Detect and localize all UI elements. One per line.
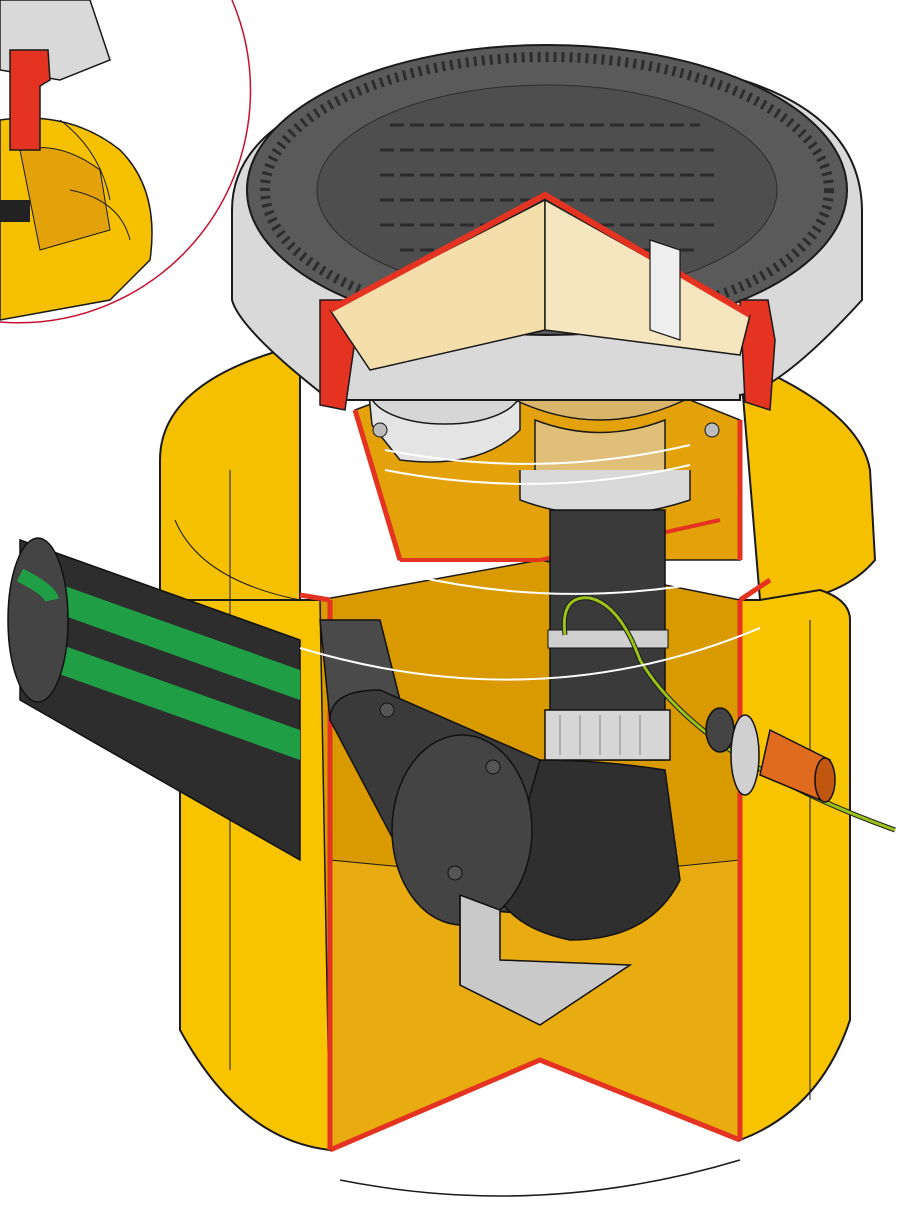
ground-arc	[339, 1159, 741, 1197]
detail-inset-icon	[0, 0, 252, 324]
water-pipe-icon	[7, 537, 301, 862]
fixing-bolts	[372, 422, 720, 438]
guide-arcs	[299, 444, 761, 681]
insulation-cap-icon	[328, 191, 752, 371]
riser-pipe-icon	[544, 509, 671, 761]
support-bracket-icon	[459, 893, 633, 1026]
electrofusion-elbow-icon	[319, 619, 681, 941]
cable-gland-icon	[705, 707, 836, 803]
